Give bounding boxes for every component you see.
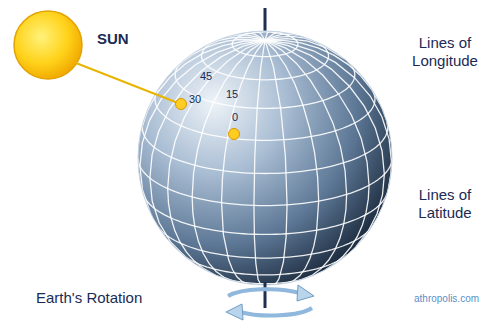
- graticule: [138, 31, 392, 285]
- rotation-label: Earth's Rotation: [36, 289, 142, 307]
- arrow-head: [297, 285, 314, 301]
- grid-line: [222, 40, 265, 284]
- grid-line: [140, 40, 265, 212]
- grid-line: [265, 40, 384, 246]
- watermark: athropolis.com: [414, 293, 479, 305]
- grid-line: [265, 40, 347, 279]
- latitude-number: 15: [226, 88, 238, 101]
- grid-line: [265, 40, 380, 104]
- globe: [138, 31, 392, 285]
- latitude-number: 45: [200, 70, 212, 83]
- axis-line: [264, 282, 267, 308]
- grid-line: [232, 32, 298, 57]
- grid-line: [138, 158, 392, 206]
- grid-line: [158, 226, 372, 258]
- grid-line: [155, 90, 375, 141]
- latitude-label: Lines of Latitude: [395, 186, 495, 222]
- sun: [14, 11, 82, 79]
- grid-line: [142, 123, 387, 174]
- grid-line: [254, 40, 265, 285]
- grid-line: [168, 40, 265, 274]
- grid-line: [202, 39, 329, 79]
- grid-line: [141, 40, 265, 129]
- globe-outline: [138, 31, 392, 285]
- sun-position-dot: [229, 129, 240, 140]
- grid-line: [265, 40, 319, 283]
- grid-line: [150, 40, 265, 257]
- grid-line: [265, 40, 392, 187]
- grid-line: [143, 193, 387, 234]
- grid-line: [175, 61, 355, 108]
- latitude-number: 30: [189, 93, 201, 106]
- sun-label: SUN: [97, 30, 129, 48]
- longitude-label: Lines of Longitude: [395, 34, 495, 70]
- latitude-number: 0: [232, 111, 238, 124]
- grid-line: [265, 40, 369, 270]
- grid-line: [265, 40, 287, 284]
- sun-position-dot: [176, 99, 187, 110]
- sun-ray: [76, 63, 178, 103]
- arrow-head: [226, 304, 243, 320]
